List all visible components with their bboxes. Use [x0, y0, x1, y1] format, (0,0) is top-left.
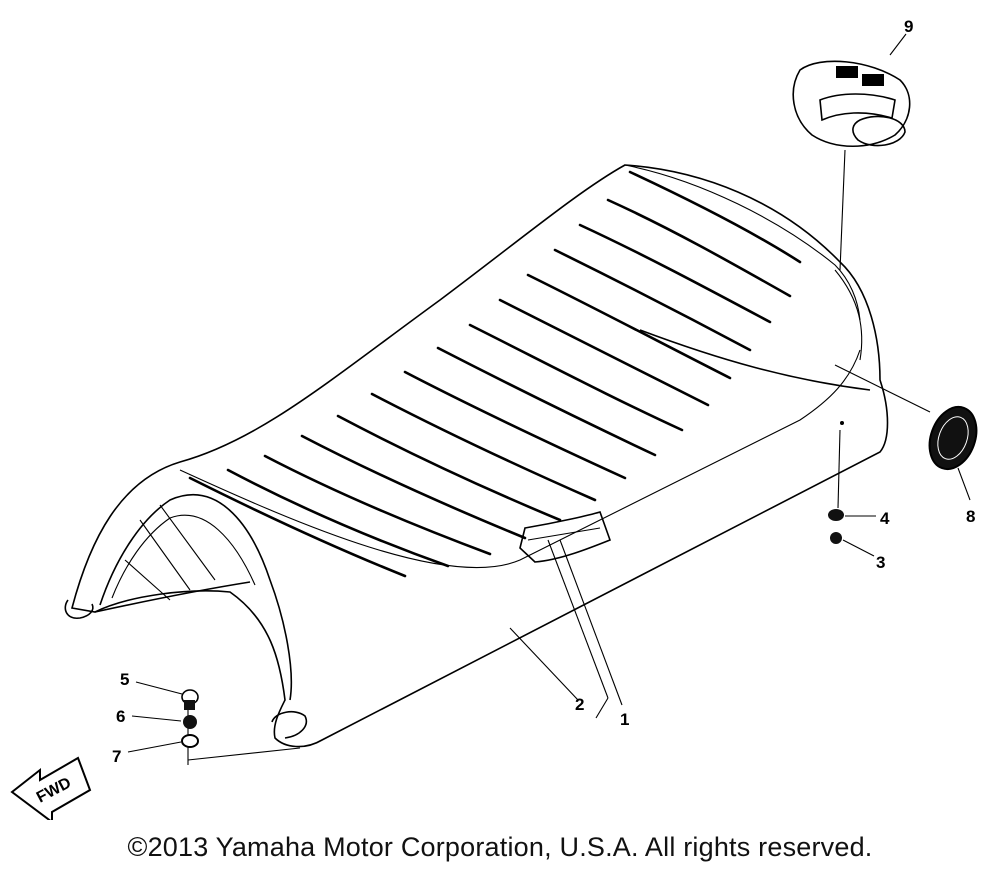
callout-3: 3 — [876, 553, 885, 572]
leader-3 — [842, 539, 875, 557]
callout-labels: 1 2 3 4 5 6 7 8 9 — [112, 17, 975, 766]
rear-cap-disc — [928, 406, 978, 470]
rear-cap-axis — [834, 364, 931, 413]
seat-front-arch-inner — [99, 494, 293, 701]
seat-rib — [468, 323, 684, 432]
leaders-1-2 — [509, 539, 623, 719]
seat-rib — [188, 476, 407, 578]
seat-rib — [370, 392, 597, 502]
fwd-direction-arrow: FWD — [10, 756, 92, 820]
mount-hole — [840, 421, 844, 425]
seat-frame-diagonal — [124, 504, 216, 601]
leader-5 — [135, 681, 183, 695]
bolt-shank — [184, 700, 195, 710]
seat-front-foot — [64, 599, 94, 619]
callout-4: 4 — [880, 509, 890, 528]
cover-emblem — [862, 74, 884, 86]
callout-7: 7 — [112, 747, 121, 766]
seat-rib — [403, 370, 627, 480]
leader-6 — [131, 715, 182, 722]
nut-part-3 — [830, 532, 842, 544]
leader-1b — [559, 539, 623, 706]
part-9-strap-cover — [792, 33, 911, 271]
copyright-footer: ©2013 Yamaha Motor Corporation, U.S.A. A… — [127, 832, 873, 862]
leader-1c — [595, 697, 609, 719]
parts-3-4-fasteners — [828, 429, 876, 557]
cover-emblem — [836, 66, 858, 78]
fastener-axis-right — [837, 429, 841, 509]
leader-1a — [547, 539, 609, 699]
callout-5: 5 — [120, 670, 129, 689]
leader-8 — [957, 467, 971, 501]
callout-6: 6 — [116, 707, 125, 726]
rear-cap-rim — [937, 416, 969, 460]
seat-base-outline — [71, 164, 889, 748]
seat-assembly — [64, 164, 889, 748]
seat-bracket-line — [527, 527, 601, 541]
cover-body — [792, 60, 911, 148]
seat-rib — [263, 454, 492, 556]
nut-part-7 — [181, 734, 199, 748]
seat-rib — [553, 248, 752, 352]
leader-2 — [509, 627, 579, 701]
seat-side-line — [639, 329, 871, 391]
seat-rear-foot — [271, 710, 307, 739]
seat-rib — [526, 273, 732, 380]
seat-bracket — [519, 511, 612, 563]
seat-rib — [300, 434, 527, 540]
left-ground-line — [187, 747, 301, 761]
callout-8: 8 — [966, 507, 975, 526]
fwd-arrow-shape — [10, 756, 92, 820]
seat-top-pads — [179, 164, 861, 578]
seat-front-arch-inner2 — [111, 514, 256, 599]
exploded-parts-diagram: FWD 1 2 3 4 5 6 7 8 9 — [10, 17, 978, 820]
part-8-rear-cap — [834, 364, 978, 501]
seat-rib — [628, 170, 802, 264]
leader-7 — [127, 741, 182, 753]
seat-rib — [226, 468, 450, 568]
washer-part-6 — [183, 715, 197, 729]
leader-9 — [889, 33, 907, 56]
seat-rib — [606, 198, 792, 298]
seat-rib — [578, 223, 772, 324]
parts-5-6-7-fasteners — [127, 681, 301, 765]
callout-9: 9 — [904, 17, 913, 36]
cover-end — [852, 115, 906, 147]
cover-mount-line — [839, 149, 846, 271]
seat-pad-top-edge — [624, 164, 861, 321]
seat-pad-edge — [179, 349, 861, 568]
seat-rear-edge — [834, 269, 863, 361]
callout-2: 2 — [575, 695, 584, 714]
seat-rib — [336, 414, 562, 522]
seat-rib — [436, 346, 657, 457]
callout-1: 1 — [620, 710, 629, 729]
seat-bottom-rail — [94, 581, 251, 613]
seat-rib — [498, 298, 710, 407]
washer-part-4 — [828, 509, 844, 521]
